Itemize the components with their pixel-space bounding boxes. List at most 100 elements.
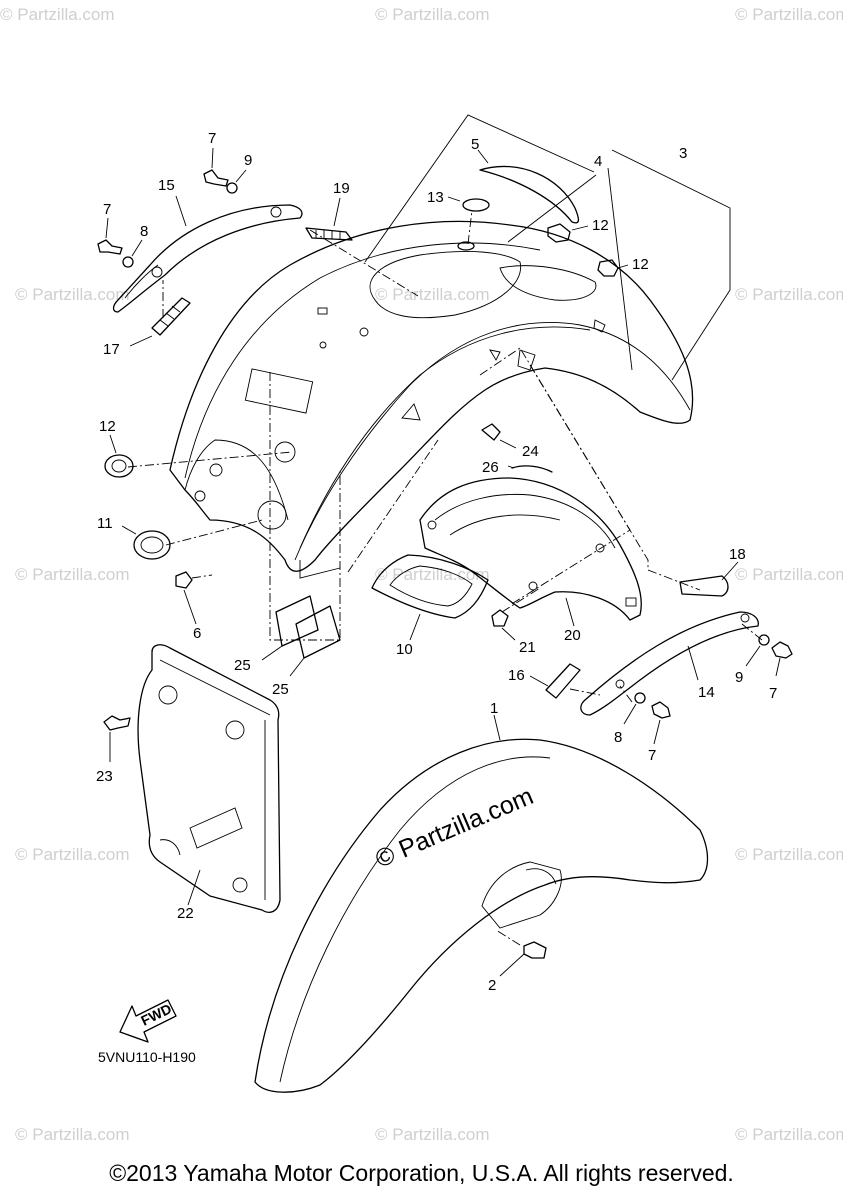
leader-line — [507, 174, 597, 243]
assembly-line — [529, 364, 701, 591]
washer — [122, 256, 134, 268]
watermark: © Partzilla.com — [15, 565, 130, 584]
leader-line — [499, 439, 517, 449]
front-fender-crown — [279, 756, 551, 1083]
leader-line — [607, 167, 633, 371]
part-26 — [507, 465, 553, 473]
callout-5: 5 — [471, 136, 479, 153]
leader-line — [775, 657, 781, 677]
part-12 — [104, 223, 629, 478]
leader-3-4 — [364, 114, 731, 381]
large-grommet-center — [140, 536, 164, 554]
callout-25: 25 — [234, 657, 251, 674]
part-17 — [129, 297, 191, 347]
part-20 — [419, 477, 642, 627]
watermark: © Partzilla.com — [735, 565, 843, 584]
leader-line — [109, 434, 117, 454]
part-21 — [491, 609, 516, 641]
assembly-lines — [127, 209, 763, 946]
cover-boss — [158, 685, 178, 705]
bolt — [97, 239, 123, 255]
bracket-hole — [427, 520, 437, 530]
fwd-label: FWD — [138, 1000, 174, 1028]
part-7-right-top — [771, 641, 793, 677]
part-25 — [261, 595, 341, 677]
washer-seat — [457, 241, 475, 251]
callout-7: 7 — [769, 685, 777, 702]
callout-8: 8 — [140, 223, 148, 240]
large-grommet — [133, 530, 171, 560]
part-24 — [481, 423, 517, 449]
callout-9: 9 — [735, 669, 743, 686]
assembly-line — [569, 688, 601, 696]
watermark: © Partzilla.com — [15, 1125, 130, 1144]
watermark-faint-group: © Partzilla.com © Partzilla.com © Partzi… — [0, 5, 843, 1144]
fender-stay — [580, 611, 759, 716]
stay-hole — [270, 206, 282, 218]
flange-bolt — [491, 609, 509, 627]
leader-line — [409, 613, 421, 641]
assembly-line — [347, 439, 439, 573]
leader-line — [653, 719, 661, 745]
fender-bracket — [481, 861, 562, 929]
callout-17: 17 — [103, 341, 120, 358]
part-11 — [121, 525, 171, 560]
bolt — [651, 701, 671, 719]
bolt — [203, 169, 229, 187]
leader-line — [261, 645, 283, 661]
watermark: © Partzilla.com — [15, 285, 130, 304]
fender-stay — [112, 204, 303, 313]
rear-fender-rib — [294, 322, 691, 561]
reflective-tape — [275, 595, 319, 647]
leader-line — [617, 264, 629, 269]
fender-bracket — [401, 403, 421, 421]
copyright-notice: ©2013 Yamaha Motor Corporation, U.S.A. A… — [109, 1160, 734, 1186]
callout-21: 21 — [519, 639, 536, 656]
watermark: © Partzilla.com — [375, 285, 490, 304]
watermark: © Partzilla.com — [735, 5, 843, 24]
clip — [481, 423, 501, 441]
bracket-hole — [528, 581, 538, 591]
rear-fender-rib — [299, 326, 591, 549]
inner-bracket-rib — [434, 494, 616, 549]
leader-line — [529, 675, 549, 687]
callout-19: 19 — [333, 180, 350, 197]
fender-bracket-detail — [525, 868, 557, 885]
license-opening — [244, 368, 314, 414]
assembly-line — [501, 587, 541, 613]
inner-bracket-rib — [449, 514, 561, 536]
leader-line — [131, 239, 143, 257]
leader-line — [333, 197, 341, 227]
bracket-slot — [625, 597, 637, 607]
assembly-line — [127, 451, 293, 468]
leader-line — [499, 953, 525, 977]
part-8-right — [623, 692, 646, 725]
fender-bracket — [489, 349, 501, 361]
side-cover-flange — [159, 659, 271, 900]
watermark: © Partzilla.com — [735, 845, 843, 864]
rubber-pad-ribs — [315, 230, 341, 239]
callout-3: 3 — [679, 145, 687, 162]
watermark: © Partzilla.com — [15, 845, 130, 864]
callout-4: 4 — [594, 153, 602, 170]
rear-fender-side-panel — [184, 439, 289, 521]
mount-hole — [209, 463, 223, 477]
part-22 — [137, 644, 281, 913]
cover-boss — [232, 877, 248, 893]
leader-line — [687, 645, 699, 681]
mount-hole — [359, 327, 369, 337]
rubber-pad-ribs — [159, 305, 181, 327]
leader-line — [447, 196, 461, 202]
callout-16: 16 — [508, 667, 525, 684]
leader-line — [623, 703, 637, 725]
callout-22: 22 — [177, 905, 194, 922]
callout-25: 25 — [272, 681, 289, 698]
part-7-right-bottom — [651, 701, 671, 745]
mount-hole — [319, 341, 327, 349]
leader-line — [507, 465, 515, 469]
rubber-pad — [305, 227, 353, 241]
strip — [511, 465, 553, 473]
leader-line — [105, 217, 109, 239]
callout-14: 14 — [698, 684, 715, 701]
callout-13: 13 — [427, 189, 444, 206]
